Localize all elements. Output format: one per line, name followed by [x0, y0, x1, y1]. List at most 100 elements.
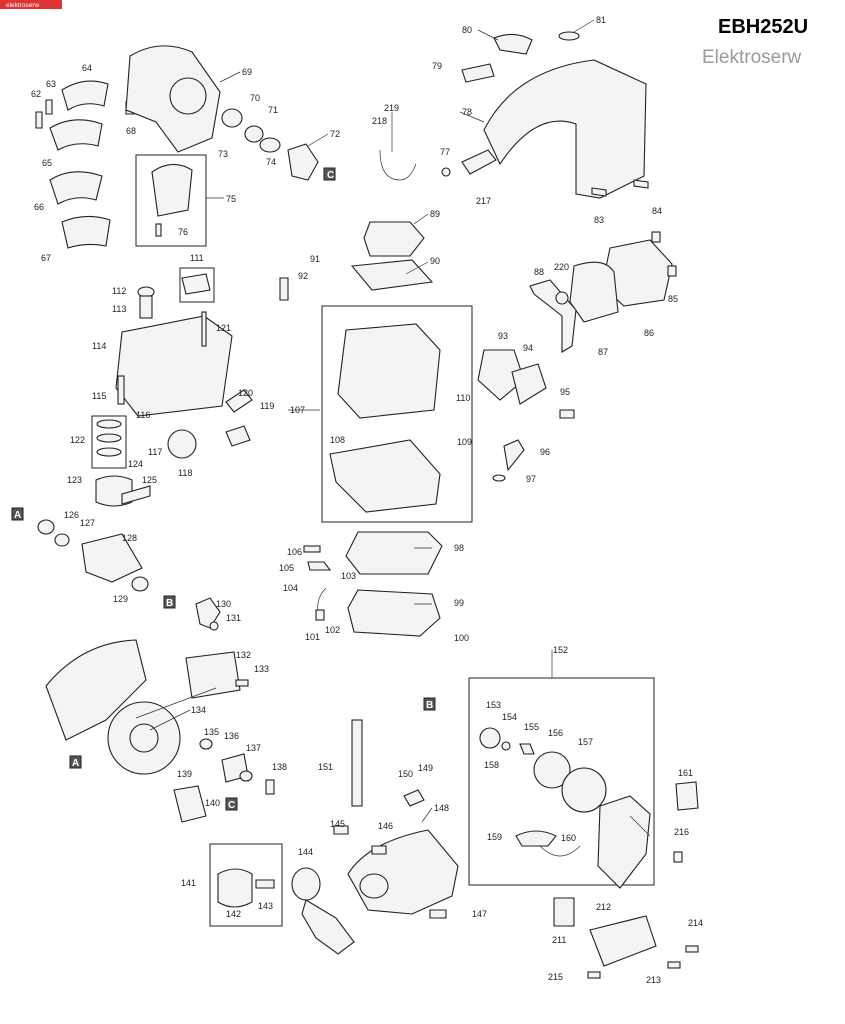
- detail-box-152: [468, 677, 655, 886]
- callout-160: 160: [561, 833, 576, 843]
- callout-96: 96: [540, 447, 550, 457]
- callout-120: 120: [238, 388, 253, 398]
- callout-74: 74: [266, 157, 276, 167]
- callout-78: 78: [462, 107, 472, 117]
- callout-151: 151: [318, 762, 333, 772]
- callout-71: 71: [268, 105, 278, 115]
- detail-box-75: [135, 154, 207, 247]
- callout-70: 70: [250, 93, 260, 103]
- callout-72: 72: [330, 129, 340, 139]
- callout-219: 219: [384, 103, 399, 113]
- callout-63: 63: [46, 79, 56, 89]
- callout-213: 213: [646, 975, 661, 985]
- callout-75: 75: [226, 194, 236, 204]
- callout-62: 62: [31, 89, 41, 99]
- starter-group: B: [423, 677, 699, 979]
- callout-95: 95: [560, 387, 570, 397]
- callout-88: 88: [534, 267, 544, 277]
- callout-65: 65: [42, 158, 52, 168]
- callout-127: 127: [80, 518, 95, 528]
- callout-129: 129: [113, 594, 128, 604]
- callout-137: 137: [246, 743, 261, 753]
- callout-146: 146: [378, 821, 393, 831]
- detail-box-141: [209, 843, 283, 927]
- callout-64: 64: [82, 63, 92, 73]
- callout-156: 156: [548, 728, 563, 738]
- callout-149: 149: [418, 763, 433, 773]
- callout-91: 91: [310, 254, 320, 264]
- leader-lines: [135, 19, 651, 837]
- callout-99: 99: [454, 598, 464, 608]
- callout-216: 216: [674, 827, 689, 837]
- callout-98: 98: [454, 543, 464, 553]
- ignition-group: A C: [45, 597, 275, 823]
- callout-103: 103: [341, 571, 356, 581]
- ref-marker-a1: A: [14, 510, 21, 521]
- callout-147: 147: [472, 909, 487, 919]
- callout-102: 102: [325, 625, 340, 635]
- callout-84: 84: [652, 206, 662, 216]
- callout-161: 161: [678, 768, 693, 778]
- callout-109: 109: [457, 437, 472, 447]
- callout-153: 153: [486, 700, 501, 710]
- piston-group: [91, 267, 253, 507]
- cover-group: [379, 31, 649, 199]
- callout-128: 128: [122, 533, 137, 543]
- callout-124: 124: [128, 459, 143, 469]
- callout-69: 69: [242, 67, 252, 77]
- callout-87: 87: [598, 347, 608, 357]
- callout-86: 86: [644, 328, 654, 338]
- callout-136: 136: [224, 731, 239, 741]
- callout-123: 123: [67, 475, 82, 485]
- callout-133: 133: [254, 664, 269, 674]
- watermark-text: Elektroserw: [702, 47, 802, 68]
- housing-group: C: [35, 45, 336, 249]
- callout-105: 105: [279, 563, 294, 573]
- callout-135: 135: [204, 727, 219, 737]
- detail-box-122: [91, 415, 127, 469]
- callout-150: 150: [398, 769, 413, 779]
- callout-138: 138: [272, 762, 287, 772]
- callout-125: 125: [142, 475, 157, 485]
- callout-106: 106: [287, 547, 302, 557]
- callout-118: 118: [178, 468, 192, 478]
- callout-122: 122: [70, 435, 85, 445]
- crankshaft-group: A B: [11, 507, 176, 609]
- callout-97: 97: [526, 474, 536, 484]
- callout-131: 131: [226, 613, 241, 623]
- detail-box-107: [321, 305, 473, 523]
- callout-77: 77: [440, 147, 450, 157]
- callout-218: 218: [372, 116, 387, 126]
- detail-box-111: [179, 267, 215, 303]
- callout-83: 83: [594, 215, 604, 225]
- callout-79: 79: [432, 61, 442, 71]
- callout-92: 92: [298, 271, 308, 281]
- callout-116: 116: [136, 410, 150, 420]
- callout-121: 121: [216, 323, 231, 333]
- model-title: EBH252U: [718, 16, 808, 38]
- callout-100: 100: [454, 633, 469, 643]
- callout-76: 76: [178, 227, 188, 237]
- callout-145: 145: [330, 819, 345, 829]
- callout-119: 119: [260, 401, 274, 411]
- callout-66: 66: [34, 202, 44, 212]
- callout-73: 73: [218, 149, 228, 159]
- callout-115: 115: [92, 391, 106, 401]
- callout-112: 112: [112, 286, 126, 296]
- carburetor-group: [303, 531, 443, 637]
- callout-143: 143: [258, 901, 273, 911]
- callout-113: 113: [112, 304, 126, 314]
- muffler-group: [529, 231, 677, 353]
- callout-157: 157: [578, 737, 593, 747]
- callout-90: 90: [430, 256, 440, 266]
- callout-80: 80: [462, 25, 472, 35]
- callout-111: 111: [190, 253, 204, 263]
- callout-114: 114: [92, 341, 106, 351]
- ref-marker-a2: A: [72, 758, 79, 769]
- callout-67: 67: [41, 253, 51, 263]
- ref-marker-b2: B: [426, 700, 433, 711]
- callout-85: 85: [668, 294, 678, 304]
- callout-217: 217: [476, 196, 491, 206]
- corner-logo-text: elektroserw: [6, 2, 40, 9]
- callout-104: 104: [283, 583, 298, 593]
